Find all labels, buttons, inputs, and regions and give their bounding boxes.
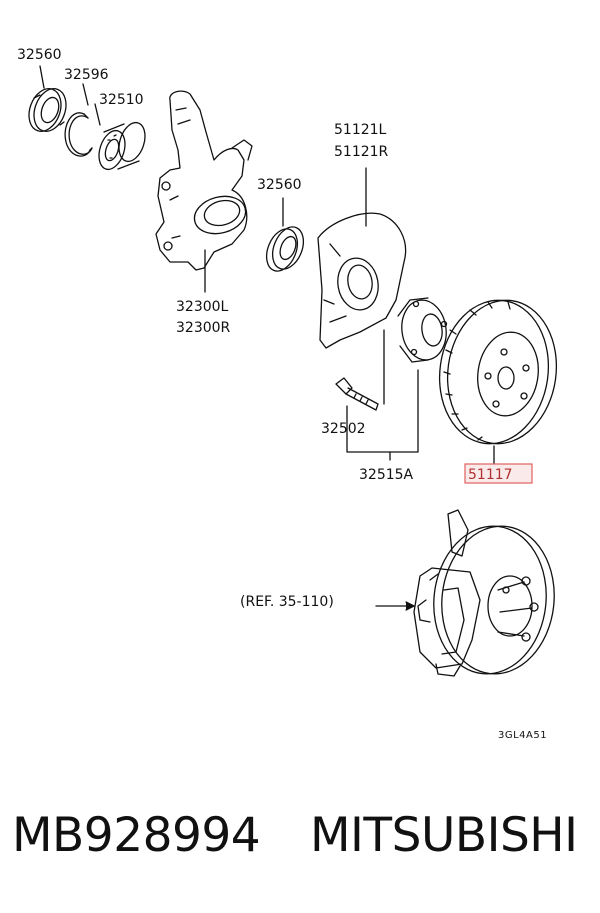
steering-knuckle [155, 90, 253, 271]
leader-32560a [39, 65, 45, 89]
brake-disc [438, 299, 558, 445]
part-number: MB928994 [12, 808, 261, 863]
hub-bolt [335, 377, 379, 411]
label-51121r[interactable]: 51121R [334, 144, 389, 160]
wheel-bearing [98, 121, 146, 171]
highlight-box [464, 463, 533, 484]
label-32300l[interactable]: 32300L [176, 299, 229, 315]
oil-seal-right [265, 226, 305, 272]
wheel-hub [397, 297, 448, 363]
ref-arrowhead [405, 601, 415, 611]
oil-seal-left [28, 88, 67, 132]
leader-bracket [346, 329, 419, 461]
label-ref[interactable]: (REF. 35-110) [240, 594, 334, 610]
snap-ring [64, 112, 93, 157]
leader-32510 [94, 103, 101, 126]
label-32596[interactable]: 32596 [64, 67, 109, 83]
label-32510[interactable]: 32510 [99, 92, 144, 108]
brand-name: MITSUBISHI [310, 808, 578, 863]
diagram-code: 3GL4A51 [498, 730, 547, 741]
label-51121l[interactable]: 51121L [334, 122, 387, 138]
footer-caption: MB928994 MITSUBISHI [12, 808, 600, 878]
label-32300r[interactable]: 32300R [176, 320, 231, 336]
assembled-brake-unit [413, 509, 555, 677]
dust-cover [317, 212, 407, 349]
label-32560-right[interactable]: 32560 [257, 177, 302, 193]
leader-32596 [82, 83, 89, 106]
label-32515a[interactable]: 32515A [359, 467, 414, 483]
label-51117[interactable]: 51117 [468, 467, 513, 483]
label-32502[interactable]: 32502 [321, 421, 366, 437]
label-32560-left[interactable]: 32560 [17, 47, 62, 63]
